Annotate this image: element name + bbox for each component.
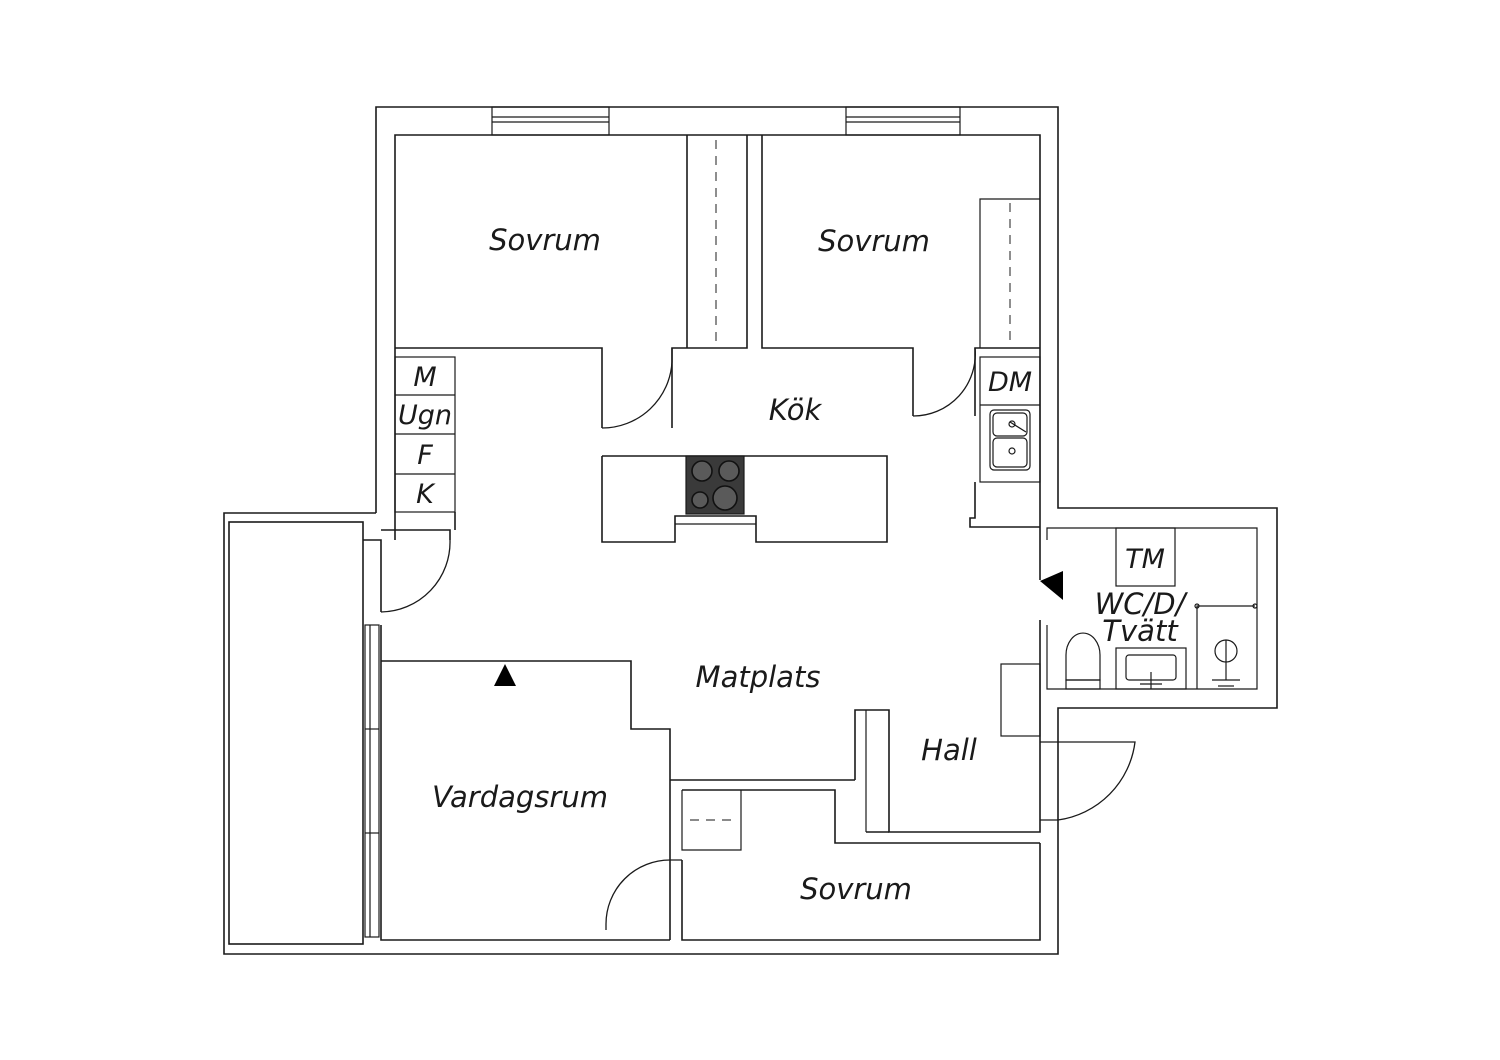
appliance-label-dishwasher: DM (988, 367, 1032, 398)
appliance-label-oven: Ugn (398, 400, 452, 431)
bedroom-top-right (761, 135, 1040, 417)
room-label-bedroom-top-left: Sovrum (489, 223, 601, 257)
appliance-label-fridge: K (416, 479, 436, 510)
washbasin-icon (1115, 647, 1187, 690)
window-left (491, 106, 610, 136)
shower-icon (1194, 603, 1258, 689)
room-label-bathroom-line1: WC/D/ (1095, 587, 1189, 621)
appliance-label-freezer: F (417, 440, 433, 471)
bedroom-top-left (395, 135, 748, 429)
window-right (845, 106, 961, 136)
room-label-bathroom-line2: Tvätt (1102, 614, 1179, 648)
bathroom (1039, 527, 1258, 740)
balcony (228, 521, 451, 945)
appliance-label-microwave: M (413, 362, 436, 393)
appliance-label-dryer: TM (1125, 544, 1165, 575)
sink-icon (989, 409, 1031, 471)
living-room (380, 625, 855, 941)
room-label-dining: Matplats (696, 660, 821, 694)
cooktop-icon (685, 455, 745, 515)
room-label-bedroom-bottom: Sovrum (800, 872, 912, 906)
room-label-hall: Hall (921, 733, 977, 767)
outer-walls (223, 106, 1278, 955)
right-counter (969, 356, 1041, 528)
toilet-icon (1065, 632, 1101, 690)
kitchen-island (601, 455, 888, 543)
bedroom-bottom (605, 843, 1041, 941)
appliance-column (394, 356, 456, 530)
room-label-bedroom-top-right: Sovrum (818, 224, 930, 258)
closet (681, 789, 1040, 851)
room-label-kitchen: Kök (769, 393, 823, 427)
room-label-living-room: Vardagsrum (432, 780, 608, 814)
